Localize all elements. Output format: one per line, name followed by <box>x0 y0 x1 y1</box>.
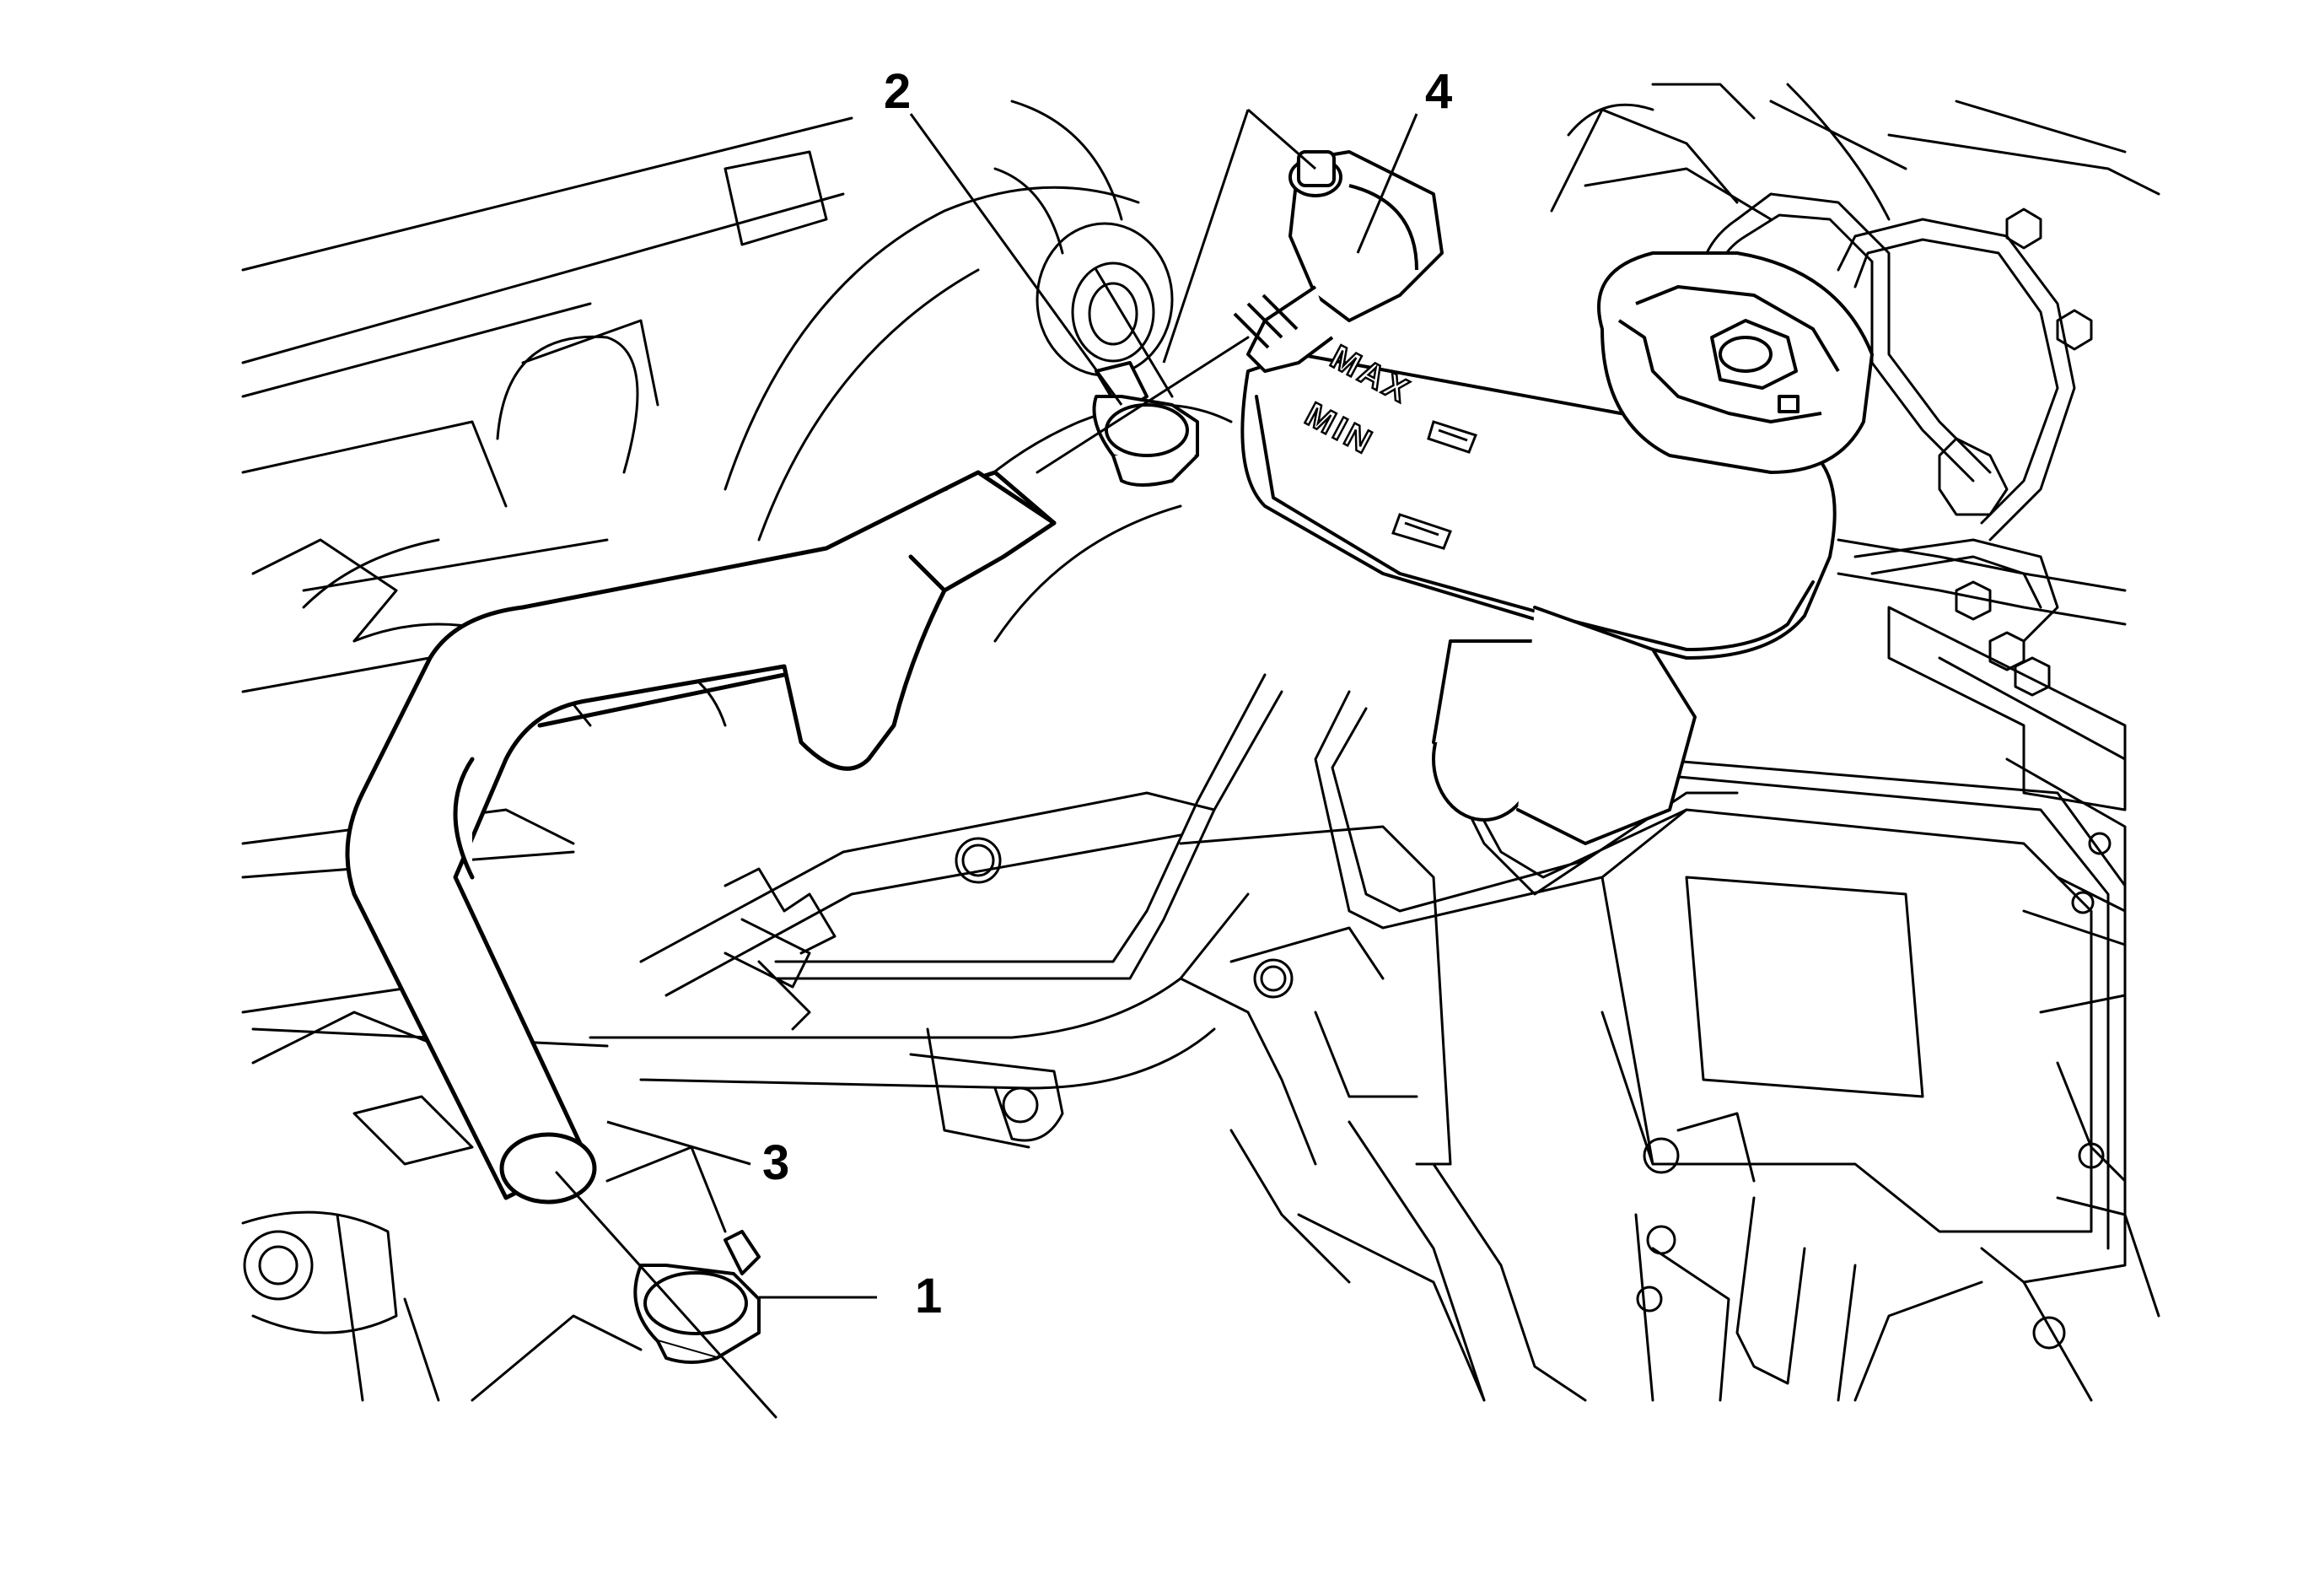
hose-clamp-lower <box>633 1230 761 1364</box>
callout-1: 1 <box>915 1269 942 1323</box>
callout-4: 4 <box>1425 64 1452 119</box>
alignment-lines <box>555 268 1250 1419</box>
callout-3: 3 <box>762 1135 789 1190</box>
callout-leaders <box>606 108 1418 1299</box>
reservoir-hose <box>345 470 1057 1205</box>
hose-clamp-upper <box>1092 361 1199 487</box>
reservoir-gauge-marks <box>1391 420 1477 550</box>
callout-2: 2 <box>884 64 911 119</box>
reservoir-cap <box>1597 251 1874 474</box>
